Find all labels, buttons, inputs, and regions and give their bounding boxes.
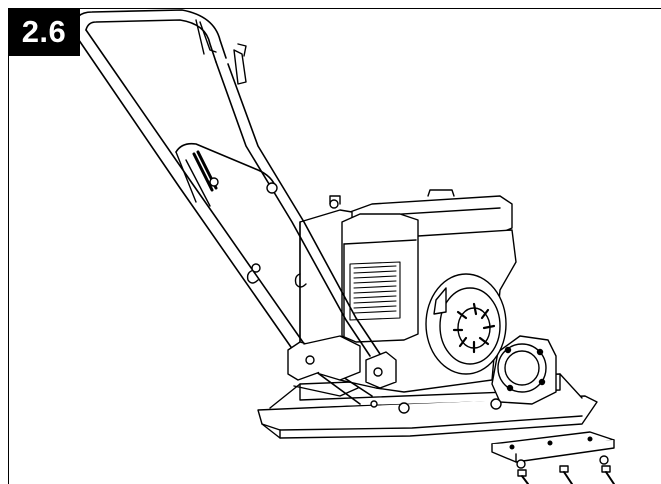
step-number-badge: 2.6 [8, 8, 80, 56]
recoil-starter [425, 273, 507, 375]
frame-border-top [8, 8, 661, 9]
vibrator-housing [490, 335, 557, 410]
mounting-plate-part [491, 431, 615, 463]
bolt-set [516, 455, 615, 484]
handle-assembly [71, 9, 410, 414]
frame-border-left [8, 8, 9, 484]
engine-vent [349, 261, 401, 321]
